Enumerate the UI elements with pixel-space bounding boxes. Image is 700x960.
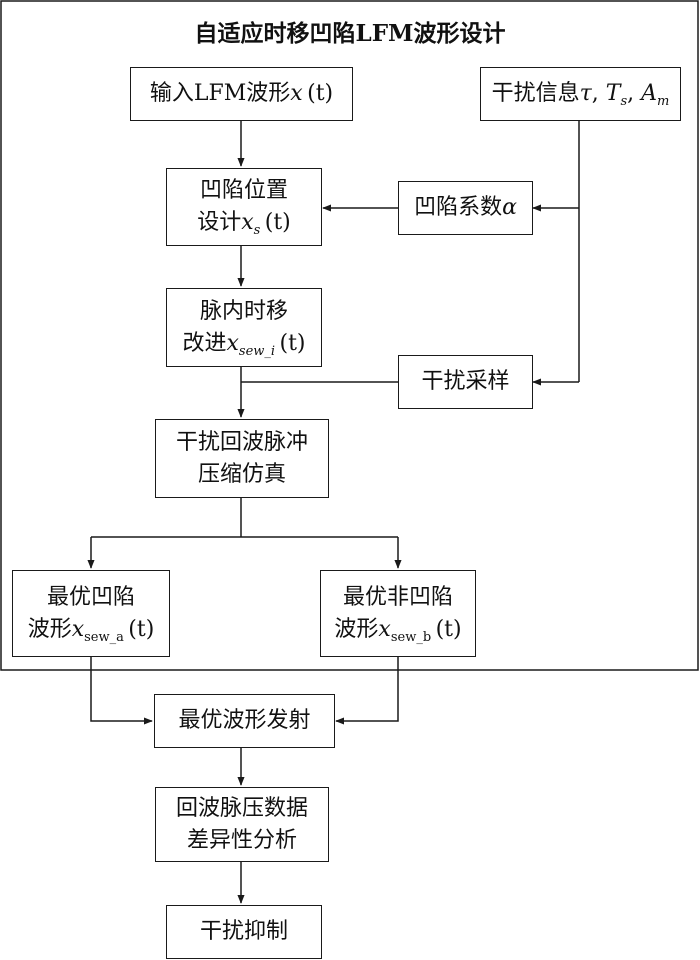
notch-position-node: 凹陷位置 设计xs (t) — [166, 168, 322, 246]
arrow-notch-to-transmit — [90, 657, 153, 725]
interference-suppression-node: 干扰抑制 — [166, 905, 322, 959]
echo-difference-analysis-node: 回波脉压数据 差异性分析 — [155, 787, 329, 862]
interference-sampling-node: 干扰采样 — [398, 355, 533, 409]
arrow-nonnotch-to-transmit — [335, 657, 399, 725]
intra-pulse-shift-node: 脉内时移 改进xsew_i (t) — [166, 288, 322, 367]
interference-info-node: 干扰信息τ, Ts, Am — [480, 67, 681, 121]
optimal-non-notch-waveform-node: 最优非凹陷 波形xsew_b (t) — [320, 570, 476, 657]
echo-compression-sim-node: 干扰回波脉冲 压缩仿真 — [155, 419, 329, 498]
outer-frame — [0, 0, 699, 671]
input-lfm-node: 输入LFM波形x (t) — [130, 67, 353, 121]
optimal-notch-waveform-node: 最优凹陷 波形xsew_a (t) — [12, 570, 170, 657]
notch-coefficient-node: 凹陷系数α — [398, 181, 533, 235]
diagram-title: 自适应时移凹陷LFM波形设计 — [194, 20, 506, 47]
optimal-waveform-transmit-node: 最优波形发射 — [154, 694, 335, 748]
